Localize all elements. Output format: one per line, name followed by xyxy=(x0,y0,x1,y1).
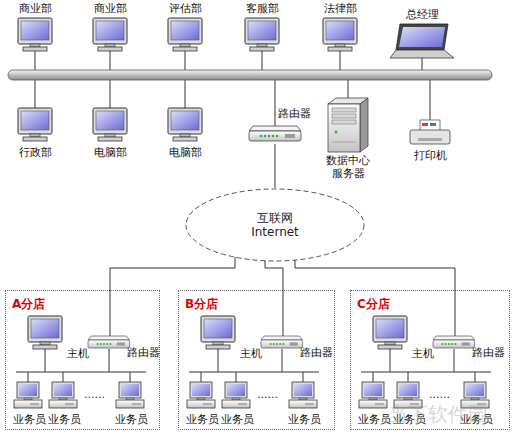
device-label: 打印机 xyxy=(404,149,456,162)
router-icon xyxy=(249,126,301,141)
network-link xyxy=(295,260,455,336)
printer-icon xyxy=(410,120,450,144)
branch-office: B分店主机路由器业务员业务员业务员 xyxy=(178,290,335,430)
device-label: 路由器 xyxy=(300,346,333,359)
cloud-shape xyxy=(186,189,364,261)
computer-icon xyxy=(323,18,357,51)
router: 路由器 xyxy=(260,336,334,360)
device-label: 商业部 xyxy=(85,2,135,15)
device-label: 业务员 xyxy=(284,413,324,426)
device-label: 业务员 xyxy=(111,413,151,426)
computer-icon xyxy=(168,18,202,51)
department-computer: 行政部 xyxy=(10,104,60,160)
router: 路由器 xyxy=(432,336,506,360)
staff-computer: 业务员 xyxy=(217,379,257,427)
cable xyxy=(110,51,111,70)
staff-computer: 业务员 xyxy=(284,379,324,427)
department-computer: 商业部 xyxy=(10,2,60,54)
computer-icon xyxy=(168,108,202,141)
ellipsis: ...... xyxy=(84,388,105,401)
host-computer: 主机 xyxy=(200,315,262,359)
staff-computer: 业务员 xyxy=(111,379,151,427)
laptop-computer: 总经理 xyxy=(384,6,460,60)
cable xyxy=(35,51,36,70)
device-label: 业务员 xyxy=(217,413,257,426)
cable xyxy=(35,80,36,108)
laptop-icon xyxy=(390,24,454,58)
computer-icon xyxy=(245,18,279,51)
computer-icon xyxy=(18,108,52,141)
department-computer: 商业部 xyxy=(85,2,135,54)
network-bus xyxy=(8,70,492,80)
device-label: 路由器 xyxy=(472,346,505,359)
device-label: 电脑部 xyxy=(85,146,135,159)
host-computer: 主机 xyxy=(372,315,434,359)
network-link xyxy=(265,261,283,336)
branch-title: B分店 xyxy=(185,297,218,311)
device-label: 主机 xyxy=(67,347,89,360)
cable xyxy=(262,51,263,70)
department-computer: 法律部 xyxy=(315,2,365,54)
cable xyxy=(275,80,276,126)
device-label: 商业部 xyxy=(10,2,60,15)
device-label: 业务员 xyxy=(9,413,49,426)
device-label: 总经理 xyxy=(384,8,460,21)
department-computer: 客服部 xyxy=(237,2,287,54)
data-center-server: 数据中心 服务器 xyxy=(320,96,376,182)
branch-title: C分店 xyxy=(357,297,390,311)
host-computer: 主机 xyxy=(27,315,89,359)
staff-computer: 业务员 xyxy=(44,379,84,427)
printer: 打印机 xyxy=(404,112,456,162)
device-label: 路由器 xyxy=(278,107,311,120)
cable xyxy=(422,58,423,70)
branch-office: A分店主机路由器业务员业务员业务员 xyxy=(5,290,160,430)
internet-cloud: 互联网 Internet xyxy=(185,188,365,262)
cable xyxy=(340,51,341,70)
ellipsis: ...... xyxy=(429,388,450,401)
staff-computer: 业务员 xyxy=(182,379,222,427)
cable xyxy=(110,80,111,108)
department-computer: 评估部 xyxy=(160,2,210,54)
device-label: 评估部 xyxy=(160,2,210,15)
device-label: 主机 xyxy=(240,347,262,360)
router: 路由器 xyxy=(245,105,305,144)
branch-title: A分店 xyxy=(12,297,45,311)
branch-lan xyxy=(14,316,146,408)
watermark: 当下软件园 xyxy=(388,402,488,426)
device-label: 路由器 xyxy=(127,346,160,359)
device-label: 主机 xyxy=(412,347,434,360)
cable xyxy=(185,80,186,108)
device-label: 业务员 xyxy=(44,413,84,426)
department-computer: 电脑部 xyxy=(160,104,210,160)
device-label: 业务员 xyxy=(182,413,222,426)
computer-icon xyxy=(93,108,127,141)
device-label: 客服部 xyxy=(237,2,287,15)
cable xyxy=(185,51,186,70)
device-label: 法律部 xyxy=(315,2,365,15)
branch-lan xyxy=(359,316,491,408)
device-label: 电脑部 xyxy=(160,146,210,159)
server-icon xyxy=(328,98,368,152)
ellipsis: ...... xyxy=(257,388,278,401)
computer-icon xyxy=(18,18,52,51)
cloud-label: 互联网 Internet xyxy=(243,211,307,239)
cable xyxy=(348,80,349,98)
branch-lan xyxy=(187,316,319,408)
staff-computer: 业务员 xyxy=(9,379,49,427)
cable xyxy=(430,80,431,120)
network-link xyxy=(110,257,235,336)
computer-icon xyxy=(93,18,127,51)
department-computer: 电脑部 xyxy=(85,104,135,160)
router: 路由器 xyxy=(87,336,161,360)
network-link xyxy=(275,144,276,188)
device-label: 行政部 xyxy=(10,146,60,159)
device-label: 数据中心 服务器 xyxy=(320,154,376,180)
